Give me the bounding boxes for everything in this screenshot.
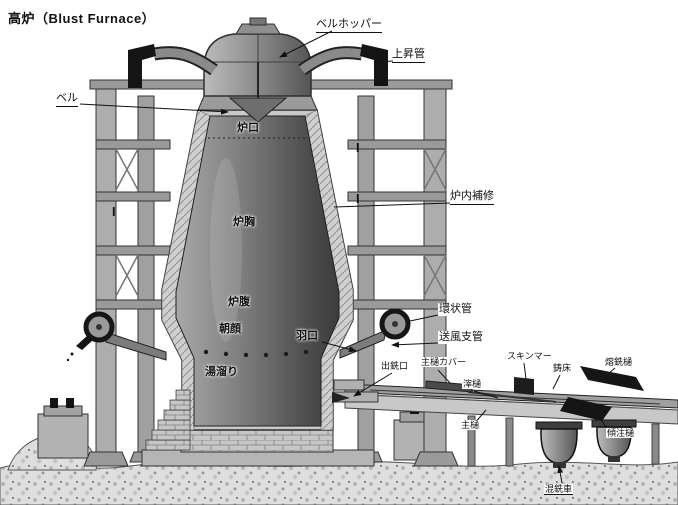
label-inner-repair: 炉内補修: [450, 190, 494, 205]
bustle-pipe-assembly: [66, 308, 411, 362]
tap-hole-shape: [332, 392, 350, 403]
label-cast-floor: 鋳床: [552, 363, 573, 374]
furnace-body: [175, 115, 340, 427]
label-main-runner: 主樋: [460, 420, 481, 431]
i-beam-mark: I: [356, 140, 360, 155]
label-bell: ベル: [56, 92, 78, 107]
ladle-rim: [535, 421, 583, 430]
label-tuyere: 羽口: [296, 330, 318, 342]
label-hot-metal-runner: 熔銑樋: [604, 357, 634, 368]
label-hearth-pool: 湯溜り: [205, 366, 238, 378]
torpedo-car-shape: [540, 428, 578, 464]
label-slag-runner: 滓樋: [462, 379, 483, 390]
label-tap-hole: 出銑口: [380, 361, 410, 372]
label-bosh: 朝顔: [219, 323, 241, 335]
i-beam-mark: I: [112, 204, 116, 219]
foundation-pedestals: [37, 398, 437, 461]
label-skimmer: スキンマー: [506, 351, 553, 362]
label-bell-hopper: ベルホッパー: [316, 18, 382, 33]
i-beam-mark: I: [356, 191, 360, 206]
label-blast-branch-pipe: 送風支管: [438, 331, 484, 344]
main-runner-cover-shape: [425, 380, 473, 393]
hot-metal-runner-shape: [580, 366, 644, 391]
furnace-vessel: [161, 109, 354, 431]
label-belly: 炉腹: [228, 296, 250, 308]
label-throat: 炉口: [237, 122, 259, 134]
tuyere-dots: [203, 349, 309, 358]
uptake-right: [299, 48, 363, 74]
leader-lines: [79, 30, 616, 484]
label-torpedo-car: 混銑車: [544, 484, 574, 496]
label-bustle-pipe: 環状管: [438, 303, 473, 316]
ladle-rim: [591, 419, 637, 428]
uptake-elbow-left: [128, 44, 156, 88]
bell-shape: [228, 97, 288, 123]
label-tilting-runner: 傾注樋: [606, 428, 636, 439]
furnace-top: [128, 17, 388, 123]
ladle-vessels: [535, 419, 637, 468]
hearth-stairs: [145, 379, 379, 451]
tilting-runner-shape: [560, 397, 612, 421]
cast-house-deck: [344, 366, 678, 467]
label-uptake-pipe: 上昇管: [392, 48, 425, 63]
furnace-foundation: [141, 427, 375, 467]
label-main-runner-cover: 主樋カバー: [420, 357, 468, 368]
uptake-elbow-right: [360, 44, 388, 86]
uptake-left: [153, 48, 217, 74]
skimmer-shape: [514, 377, 534, 395]
label-shaft: 炉胸: [233, 216, 255, 228]
page-title: 高炉（Blust Furnace）: [8, 11, 156, 26]
